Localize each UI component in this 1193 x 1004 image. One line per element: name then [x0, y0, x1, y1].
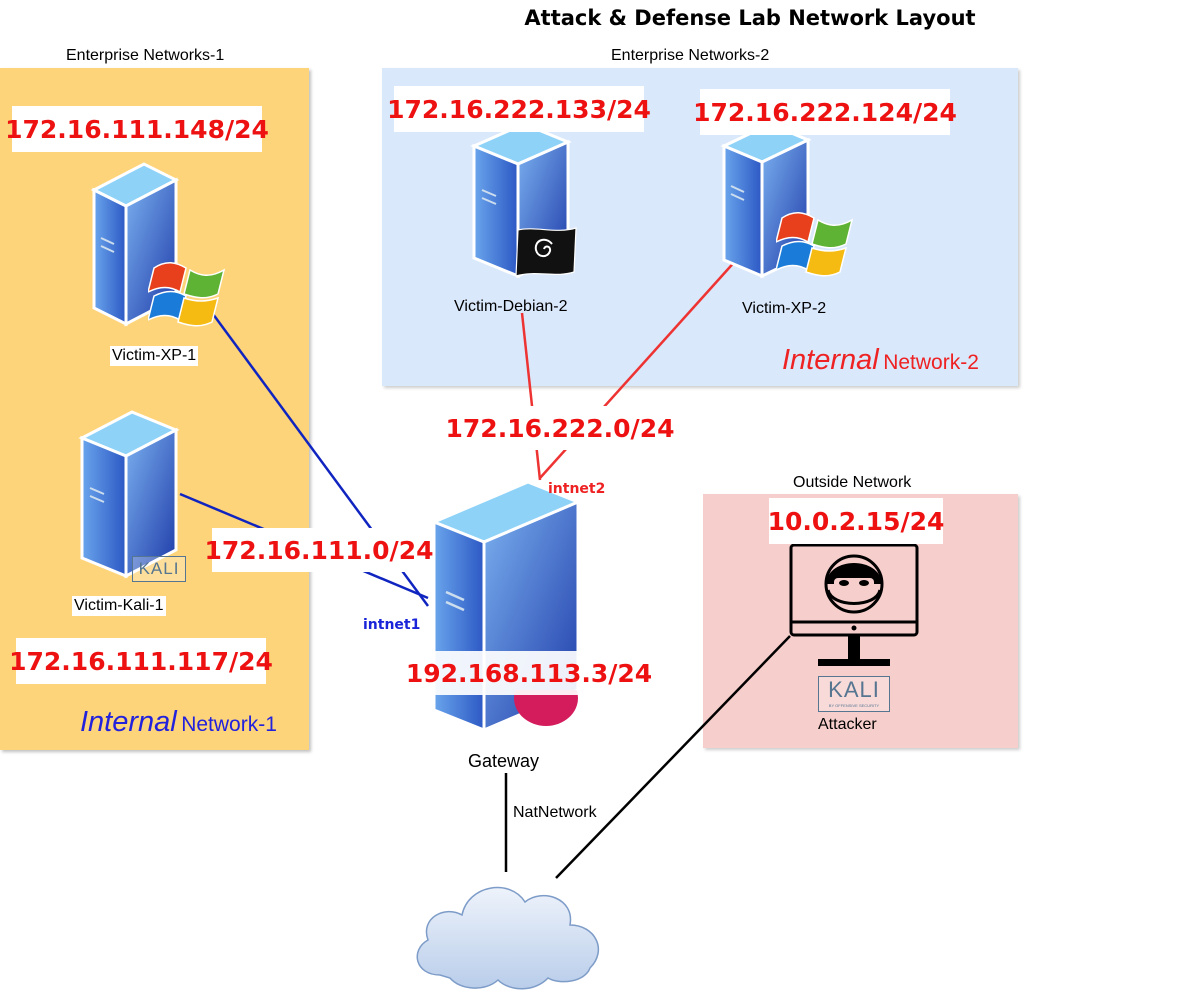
- ip-victim-xp-2: 172.16.222.124/24: [693, 89, 957, 135]
- link-attacker-cloud: [555, 635, 791, 879]
- label-victim-xp-2: Victim-XP-2: [742, 300, 827, 317]
- ip-victim-kali-1: 172.16.111.117/24: [9, 638, 273, 684]
- natnetwork-label: NatNetwork: [513, 804, 597, 821]
- intnet1-label: intnet1: [363, 617, 421, 633]
- hacker-monitor-icon: [789, 543, 919, 666]
- internal-network-1-caption: Internal Network-1: [80, 706, 277, 739]
- subnet-1-label: 172.16.111.0/24: [205, 528, 433, 572]
- windows-logo-icon: [776, 212, 854, 277]
- ip-gateway: 192.168.113.3/24: [406, 651, 652, 695]
- subnet-2-label: 172.16.222.0/24: [446, 406, 674, 450]
- label-attacker: Attacker: [818, 716, 877, 733]
- internal-network-2-rest: Network-2: [883, 351, 979, 374]
- zone-enterprise-1-label: Enterprise Networks-1: [66, 47, 225, 64]
- zone-outside-label: Outside Network: [793, 474, 912, 491]
- internal-network-2-caption: Internal Network-2: [782, 344, 979, 377]
- kali-badge-attacker-text: KALI: [828, 677, 880, 702]
- internal-network-1-rest: Network-1: [181, 713, 277, 736]
- internet-cloud-icon: [416, 886, 600, 990]
- ip-victim-debian-2: 172.16.222.133/24: [387, 86, 651, 132]
- kali-badge-attacker: KALI BY OFFENSIVE SECURITY: [818, 676, 890, 712]
- label-victim-xp-1: Victim-XP-1: [110, 346, 199, 366]
- intnet2-label: intnet2: [548, 481, 606, 497]
- kali-badge-attacker-sub: BY OFFENSIVE SECURITY: [828, 703, 880, 708]
- internal-network-2-word: Internal: [782, 344, 879, 376]
- ip-victim-xp-1: 172.16.111.148/24: [5, 106, 269, 152]
- debian-logo-icon: [515, 227, 577, 277]
- link-debian2-gateway: [520, 312, 542, 481]
- windows-logo-icon: [148, 262, 226, 327]
- kali-badge-1: KALI: [132, 556, 186, 582]
- internal-network-1-word: Internal: [80, 706, 177, 738]
- label-gateway: Gateway: [466, 751, 542, 772]
- label-victim-kali-1: Victim-Kali-1: [72, 596, 166, 616]
- debian-logo-icon: [514, 690, 578, 726]
- victim-kali-1-server-icon: [78, 410, 180, 579]
- ip-attacker: 10.0.2.15/24: [768, 498, 944, 544]
- zone-enterprise-2-label: Enterprise Networks-2: [611, 47, 770, 64]
- label-victim-debian-2: Victim-Debian-2: [454, 298, 568, 315]
- diagram-title: Attack & Defense Lab Network Layout: [524, 6, 976, 30]
